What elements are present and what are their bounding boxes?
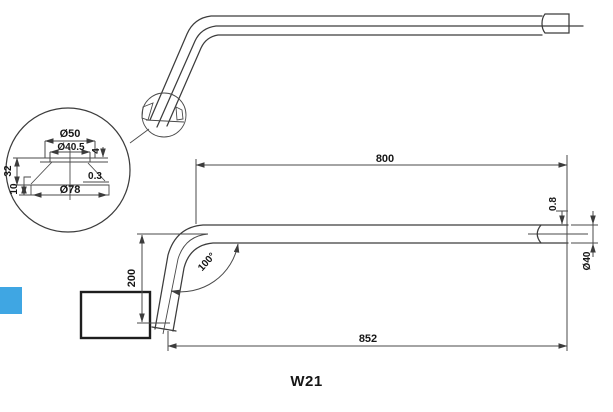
- dim-100deg-label: 100°: [196, 251, 218, 274]
- dim-4-label: 4: [91, 148, 102, 154]
- dim-32-label: 32: [3, 165, 14, 177]
- dim-852-label: 852: [359, 333, 377, 345]
- dim-800-label: 800: [376, 153, 394, 165]
- flange-base-line: [145, 119, 185, 123]
- dim-d78-label: Ø78: [60, 184, 81, 196]
- detail-leader-line: [129, 128, 150, 144]
- dim-arc-100deg: [170, 243, 240, 296]
- blue-corner-swatch[interactable]: [0, 287, 22, 314]
- dim-d40-label: Ø40: [582, 251, 593, 270]
- flange-base-rect: [30, 184, 110, 196]
- product-code-label: W21: [290, 373, 323, 390]
- dim-03-label: 0.3: [88, 171, 102, 182]
- dim-d405-label: Ø40.5: [57, 142, 85, 153]
- pipe-inner-edge: [166, 34, 543, 127]
- flange-left-step: [23, 176, 31, 185]
- side-view: 800 852 200 100° 0.8 Ø40: [79, 153, 598, 351]
- flange-right-wedge: [175, 106, 184, 121]
- detail-callout-circle: [141, 92, 187, 138]
- dim-200-label: 200: [126, 269, 138, 287]
- detail-view: Ø50 Ø40.5 4 32 10 0.3 Ø78: [3, 107, 131, 233]
- pipe-inner-edge: [172, 242, 569, 332]
- pipe-outer-edge: [154, 224, 569, 330]
- flange-cone-right: [87, 162, 106, 182]
- pipe-tip-cut: [151, 326, 177, 332]
- pipe-sleeve-edge: [536, 224, 542, 244]
- dim-08-label: 0.8: [548, 197, 559, 211]
- dim-d50-label: Ø50: [60, 128, 81, 140]
- pipe-outer-edge: [149, 15, 543, 121]
- pictorial-view: [129, 13, 584, 144]
- flange-cone-left: [30, 161, 53, 185]
- dim-10-label: 10: [9, 183, 20, 195]
- detail-view-circle: [5, 107, 131, 233]
- wall-block: [79, 290, 152, 340]
- pipe-middle-edge: [156, 25, 584, 128]
- pipe-end-sleeve: [541, 13, 570, 34]
